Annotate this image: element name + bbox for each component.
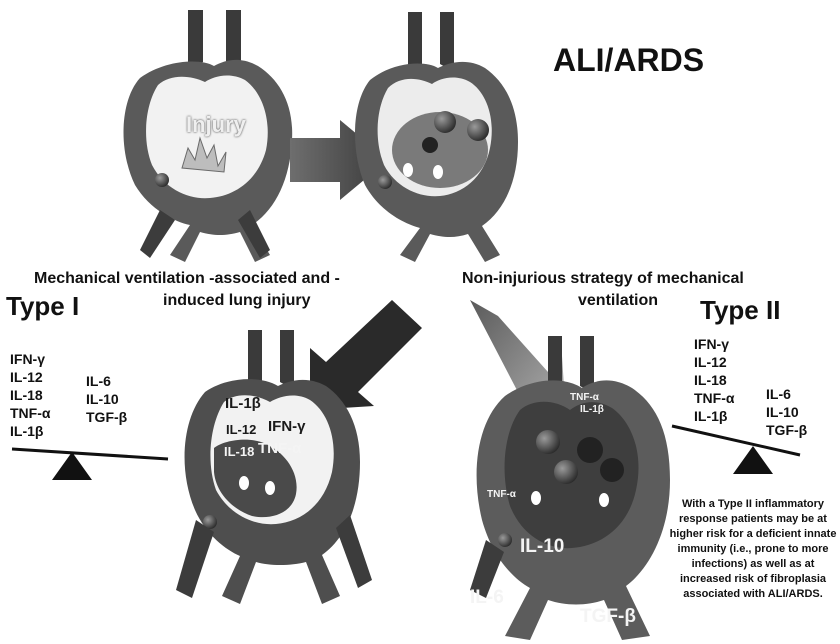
caption-left-line1: Mechanical ventilation -associated and - [34,270,340,288]
caption-right-line1: Non-injurious strategy of mechanical [462,270,744,288]
cytokine: IL-10 [766,403,807,421]
leg-left [140,210,175,258]
alveolus1-tnfa: TNF-α [258,440,301,457]
cytokine: IL-6 [86,372,127,390]
cytokine: TGF-β [86,408,127,426]
injury-label: Injury [186,112,246,138]
scale-beam [12,449,168,459]
cytokine: IL-6 [766,385,807,403]
cell-nucleus [498,533,512,547]
scale-fulcrum [52,452,92,480]
red-cell [265,481,275,495]
cytokine: IL-10 [86,390,127,408]
cytokine: IL-1β [694,407,734,425]
alveolus2-tnfa-top: TNF-α [570,392,599,403]
cytokine: TNF-α [10,404,50,422]
alveolus2-tgfb: TGF-β [580,606,636,628]
type1-proinflammatory-list: IFN-γ IL-12 IL-18 TNF-α IL-1β [10,350,50,440]
type2-antiinflammatory-list: IL-6 IL-10 TGF-β [766,385,807,439]
cytokine: IL-12 [694,353,734,371]
type2-heading: Type II [700,295,780,326]
scale-fulcrum [733,446,773,474]
leg-right [336,515,372,588]
cytokine: IL-18 [694,371,734,389]
alveolus2-tnfa-side: TNF-α [487,489,516,500]
type2-explanatory-note: With a Type II inflammatory response pat… [668,497,838,602]
balance-scale-type1 [12,449,168,480]
type1-antiinflammatory-list: IL-6 IL-10 TGF-β [86,372,127,426]
airway-right [440,12,454,72]
alveolus2-il1b: IL-1β [580,404,604,415]
cytokine: IL-1β [10,422,50,440]
cytokine: IFN-γ [10,350,50,368]
red-cell [433,165,443,179]
caption-right-line2: ventilation [578,292,658,310]
alveolus1-ifng: IFN-γ [268,418,306,435]
alveolus-inflamed [355,12,518,262]
cytokine: TGF-β [766,421,807,439]
immune-cell [467,119,489,141]
alveolus2-il6: IL-6 [470,587,504,609]
cytokine: IL-18 [10,386,50,404]
diagram-title: ALI/ARDS [553,42,704,79]
leg-left [176,520,214,598]
red-cell [239,476,249,490]
cytokine: TNF-α [694,389,734,407]
red-cell [599,493,609,507]
cell-nucleus [378,175,392,189]
cytokine: IFN-γ [694,335,734,353]
alveolus1-il1b: IL-1β [225,395,261,412]
immune-cell [577,437,603,463]
immune-cell [536,430,560,454]
airway-left [408,12,422,72]
alveolus1-il18: IL-18 [224,444,254,459]
type2-proinflammatory-list: IFN-γ IL-12 IL-18 TNF-α IL-1β [694,335,734,425]
immune-cell [600,458,624,482]
immune-cell [422,137,438,153]
type1-heading: Type I [6,291,79,322]
cell-nucleus [155,173,169,187]
immune-cell [554,460,578,484]
red-cell [531,491,541,505]
red-cell [403,163,413,177]
immune-cell [434,111,456,133]
airway-right [280,330,294,390]
alveolus2-il10: IL-10 [520,536,564,558]
alveolus1-il12: IL-12 [226,422,256,437]
cytokine: IL-12 [10,368,50,386]
airway-left [188,10,203,70]
caption-left-line2: induced lung injury [163,292,311,310]
